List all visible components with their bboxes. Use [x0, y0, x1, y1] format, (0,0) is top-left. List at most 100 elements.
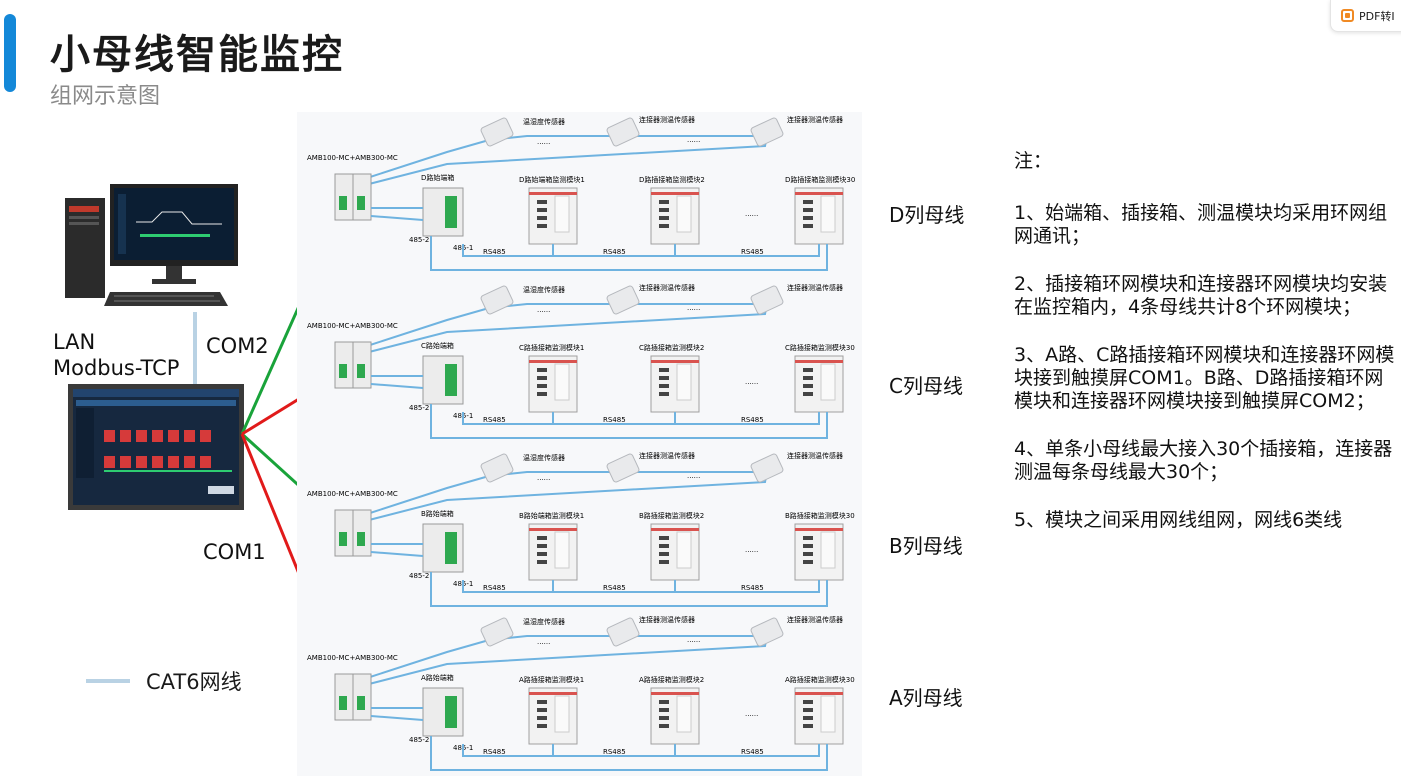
- page-subtitle: 组网示意图: [50, 84, 161, 109]
- rs485-label: RS485: [741, 584, 764, 592]
- rs485-label: RS485: [603, 248, 626, 256]
- gateway-label: AMB100-MC+AMB300-MC: [307, 654, 398, 662]
- pdf-icon: [1341, 9, 1354, 22]
- rs485-label: RS485: [741, 748, 764, 756]
- module-dots: ......: [745, 710, 758, 718]
- monitor-module-30: [794, 523, 844, 581]
- port-485-2: 485-2: [409, 572, 429, 580]
- bus-d-label: D列母线: [889, 203, 965, 227]
- monitor-module-1: [528, 187, 578, 245]
- head-box-module: [422, 523, 464, 573]
- head-box-module: [422, 187, 464, 237]
- sensor-dots: ......: [537, 474, 550, 482]
- gateway-module: [334, 509, 372, 557]
- sensor-1-label: 温湿度传感器: [523, 617, 565, 626]
- rs485-label: RS485: [741, 416, 764, 424]
- sensor-ring-cable: [366, 635, 769, 685]
- rs485-label: RS485: [603, 748, 626, 756]
- note-item: 5、模块之间采用网线组网，网线6类线: [1014, 509, 1343, 531]
- head-box-label: B路始端箱: [421, 509, 454, 518]
- port-485-2: 485-2: [409, 404, 429, 412]
- monitor-module-1-label: C路插接箱监测模块1: [519, 343, 584, 352]
- sensor-dots: ......: [687, 136, 700, 144]
- sensor-1: [480, 453, 514, 483]
- note-item: 3、A路、C路插接箱环网模块和连接器环网模块接到触摸屏COM1。B路、D路插接箱…: [1014, 344, 1395, 412]
- gateway-module: [334, 173, 372, 221]
- notes-panel: 注： 1、始端箱、插接箱、测温模块均采用环网组网通讯； 2、插接箱环网模块和连接…: [1014, 150, 1399, 557]
- monitor-module-30-label: B路插接箱监测模块30: [785, 511, 855, 520]
- head-box-label: C路始端箱: [421, 341, 454, 350]
- sensor-2-label: 连接器测温传感器: [639, 451, 695, 460]
- notes-heading: 注：: [1014, 150, 1053, 172]
- com1-label: COM1: [203, 540, 266, 564]
- gateway-module: [334, 673, 372, 721]
- monitor-module-2-label: D路插接箱监测模块2: [639, 175, 705, 184]
- note-item: 1、始端箱、插接箱、测温模块均采用环网组网通讯；: [1014, 202, 1388, 247]
- sensor-3: [750, 285, 784, 315]
- sensor-dots: ......: [687, 304, 700, 312]
- sensor-2: [606, 117, 640, 147]
- bus-a-diagram: 温湿度传感器 连接器测温传感器 连接器测温传感器 ...... ...... A…: [307, 615, 855, 771]
- gateway-label: AMB100-MC+AMB300-MC: [307, 154, 398, 162]
- head-box-module: [422, 687, 464, 737]
- sensor-2-label: 连接器测温传感器: [639, 115, 695, 124]
- pdf-convert-button[interactable]: PDF转I: [1330, 0, 1401, 32]
- rs485-label: RS485: [603, 584, 626, 592]
- sensor-1: [480, 617, 514, 647]
- monitor-module-30: [794, 355, 844, 413]
- head-box-label: D路始端箱: [421, 173, 454, 182]
- monitor-module-2: [650, 355, 700, 413]
- com2-label: COM2: [206, 334, 269, 358]
- monitor-module-1-label: D路始端箱监测模块1: [519, 175, 585, 184]
- return-ring-cable: [430, 404, 828, 439]
- sensor-1: [480, 285, 514, 315]
- bus-c-label: C列母线: [889, 374, 963, 398]
- rs485-label: RS485: [483, 584, 506, 592]
- rs485-label: RS485: [483, 416, 506, 424]
- monitor-module-1: [528, 687, 578, 745]
- gateway-label: AMB100-MC+AMB300-MC: [307, 322, 398, 330]
- return-ring-cable: [430, 572, 828, 607]
- page-title: 小母线智能监控: [50, 32, 344, 78]
- sensor-3: [750, 117, 784, 147]
- module-dots: ......: [745, 378, 758, 386]
- monitor-module-30-label: C路插接箱监测模块30: [785, 343, 855, 352]
- monitor-module-1-label: B路始端箱监测模块1: [519, 511, 584, 520]
- return-ring-cable: [430, 236, 828, 271]
- head-box-label: A路始端箱: [421, 673, 454, 682]
- sensor-2-label: 连接器测温传感器: [639, 615, 695, 624]
- monitor-module-30-label: A路插接箱监测模块30: [785, 675, 855, 684]
- sensor-dots: ......: [687, 636, 700, 644]
- bus-d-diagram: 温湿度传感器 连接器测温传感器 连接器测温传感器 ...... ...... A…: [307, 115, 855, 271]
- sensor-2: [606, 453, 640, 483]
- rs485-label: RS485: [483, 248, 506, 256]
- sensor-3-label: 连接器测温传感器: [787, 115, 843, 124]
- gateway-label: AMB100-MC+AMB300-MC: [307, 490, 398, 498]
- port-485-2: 485-2: [409, 236, 429, 244]
- sensor-ring-cable: [366, 135, 769, 185]
- return-ring-cable: [430, 736, 828, 771]
- rs485-label: RS485: [741, 248, 764, 256]
- monitor-module-30: [794, 687, 844, 745]
- monitor-module-2-label: A路插接箱监测模块2: [639, 675, 704, 684]
- sensor-dots: ......: [687, 472, 700, 480]
- sensor-3-label: 连接器测温传感器: [787, 451, 843, 460]
- gateway-module: [334, 341, 372, 389]
- note-item: 4、单条小母线最大接入30个插接箱，连接器测温每条母线最大30个；: [1014, 438, 1393, 483]
- sensor-ring-cable: [366, 303, 769, 353]
- sensor-3-label: 连接器测温传感器: [787, 615, 843, 624]
- port-485-2: 485-2: [409, 736, 429, 744]
- monitor-module-30: [794, 187, 844, 245]
- monitor-module-2: [650, 523, 700, 581]
- sensor-1: [480, 117, 514, 147]
- sensor-3: [750, 617, 784, 647]
- note-item: 2、插接箱环网模块和连接器环网模块均安装在监控箱内，4条母线共计8个环网模块；: [1014, 273, 1388, 318]
- title-accent-bar: [4, 14, 16, 92]
- bus-b-label: B列母线: [889, 534, 963, 558]
- module-dots: ......: [745, 546, 758, 554]
- rs485-label: RS485: [483, 748, 506, 756]
- workstation-computer: [65, 184, 238, 306]
- sensor-2-label: 连接器测温传感器: [639, 283, 695, 292]
- sensor-3-label: 连接器测温传感器: [787, 283, 843, 292]
- pdf-button-label: PDF转I: [1359, 9, 1395, 23]
